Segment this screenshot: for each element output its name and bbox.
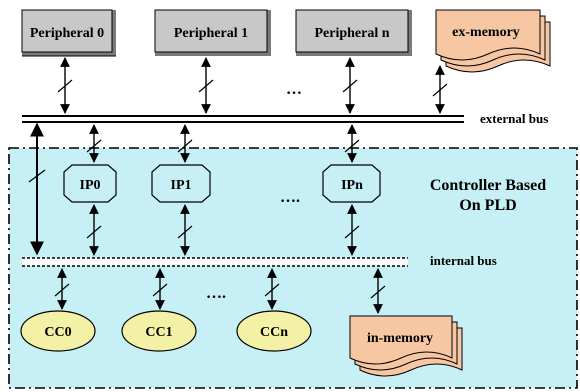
cc-internal-links xyxy=(54,268,386,314)
in-memory: in-memory xyxy=(349,315,463,377)
ip-0: IP0 xyxy=(63,164,117,203)
external-bus xyxy=(22,115,464,123)
cc-n-label: CCn xyxy=(260,325,288,340)
cc-0-label: CC0 xyxy=(44,325,71,340)
region-title-line1: Controller Based xyxy=(430,177,546,194)
internal-bus xyxy=(22,257,408,267)
ip-n: IPn xyxy=(322,164,381,203)
cc-1-label: CC1 xyxy=(145,325,172,340)
cc-1: CC1 xyxy=(121,310,197,352)
peripheral-n-label: Peripheral n xyxy=(314,26,389,41)
peripheral-bus-links xyxy=(57,57,448,114)
ex-memory-label: ex-memory xyxy=(452,25,520,40)
ip-1: IP1 xyxy=(151,164,211,203)
region-title-line2: On PLD xyxy=(459,197,516,214)
ip-internal-links xyxy=(86,204,360,256)
external-bus-label: external bus xyxy=(480,111,548,126)
ip-external-links xyxy=(86,124,360,163)
cc-n: CCn xyxy=(236,310,312,352)
peripheral-1: Peripheral 1 xyxy=(154,9,271,56)
peripheral-n: Peripheral n xyxy=(295,9,412,56)
ex-memory: ex-memory xyxy=(435,9,551,73)
ip-0-label: IP0 xyxy=(80,178,101,193)
internal-bus-label: internal bus xyxy=(430,253,497,268)
peripheral-0: Peripheral 0 xyxy=(21,9,116,57)
cc-ellipsis: …. xyxy=(206,285,226,302)
in-memory-label: in-memory xyxy=(367,331,433,346)
ip-ellipsis: …. xyxy=(280,189,300,206)
peripheral-1-label: Peripheral 1 xyxy=(174,26,248,41)
bus-to-bus-link xyxy=(28,122,46,256)
peripheral-ellipsis: … xyxy=(286,81,302,98)
peripheral-0-label: Peripheral 0 xyxy=(30,26,104,41)
ip-1-label: IP1 xyxy=(171,178,192,193)
cc-0: CC0 xyxy=(20,310,96,352)
ip-n-label: IPn xyxy=(341,178,363,193)
